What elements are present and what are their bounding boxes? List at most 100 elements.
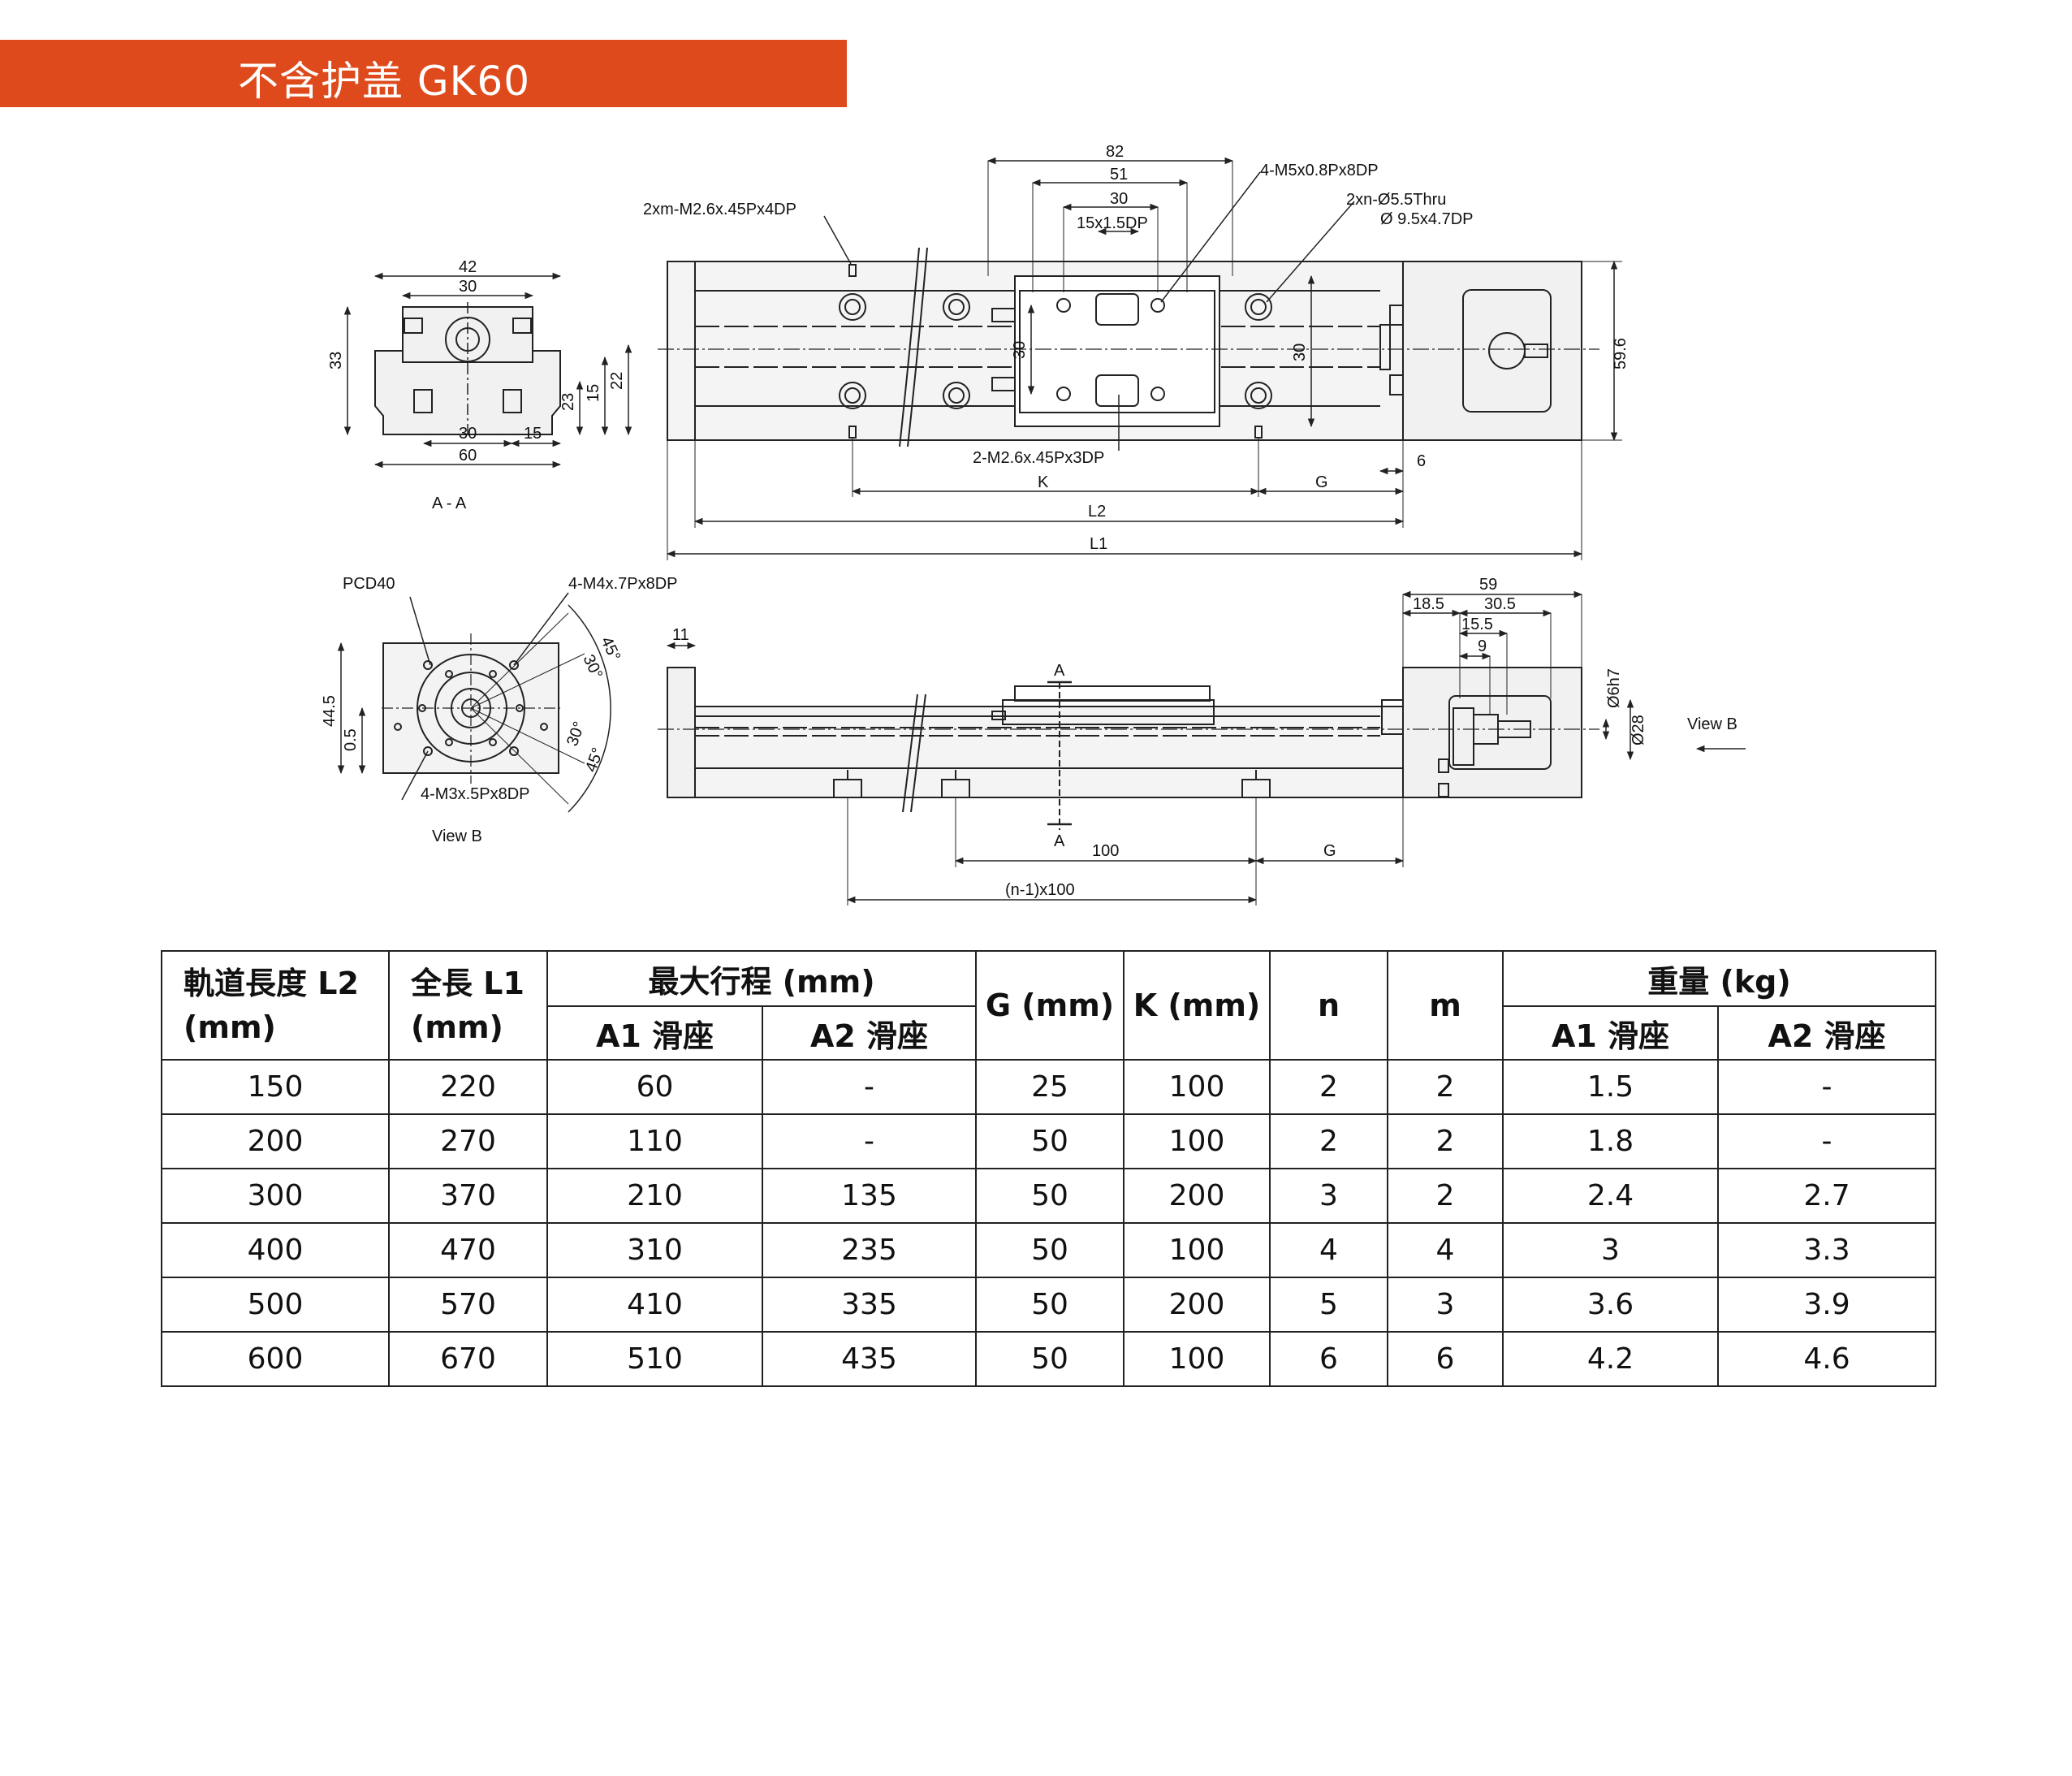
table-cell: 50 bbox=[975, 1168, 1124, 1224]
table-cell: 100 bbox=[1123, 1059, 1271, 1115]
table-cell: 670 bbox=[388, 1331, 548, 1387]
note-label: PCD40 bbox=[343, 575, 395, 593]
table-cell: 3 bbox=[1387, 1277, 1504, 1333]
table-cell: 210 bbox=[546, 1168, 763, 1224]
table-cell: 6 bbox=[1269, 1331, 1388, 1387]
note-label: 2xm-M2.6x.45Px4DP bbox=[643, 201, 796, 218]
top-view-labels: 82 51 30 15x1.5DP 30 30 59.6 6 K G L2 L1… bbox=[643, 143, 1630, 553]
table-cell: 50 bbox=[975, 1277, 1124, 1333]
dim-label: 15 bbox=[524, 425, 542, 443]
table-cell: 2 bbox=[1387, 1168, 1504, 1224]
view-caption: A - A bbox=[432, 495, 467, 512]
table-cell: 4 bbox=[1269, 1222, 1388, 1278]
header-weight-a1: A1 滑座 bbox=[1502, 1005, 1719, 1061]
table-cell: 370 bbox=[388, 1168, 548, 1224]
table-cell: 200 bbox=[1123, 1277, 1271, 1333]
dim-label: 51 bbox=[1110, 166, 1128, 184]
view-caption: View B bbox=[432, 828, 482, 845]
note-label: 4-M3x.5Px8DP bbox=[421, 785, 530, 803]
dim-label: 30 bbox=[1110, 190, 1128, 208]
dim-label: 15x1.5DP bbox=[1077, 214, 1148, 232]
table-cell: 235 bbox=[762, 1222, 977, 1278]
dim-label: 100 bbox=[1092, 842, 1119, 860]
dim-label: 11 bbox=[672, 626, 689, 644]
dim-label: 42 bbox=[459, 258, 477, 276]
note-label: 2-M2.6x.45Px3DP bbox=[973, 449, 1104, 467]
table-cell: - bbox=[1717, 1059, 1936, 1115]
side-view-labels: 11 59 18.5 30.5 15.5 9 Ø6h7 Ø28 100 G (n… bbox=[672, 576, 1737, 899]
header-rail-length-label: 軌道長度 L2 bbox=[183, 966, 359, 1001]
table-cell: 6 bbox=[1387, 1331, 1504, 1387]
note-label: Ø 9.5x4.7DP bbox=[1380, 210, 1474, 228]
table-cell: - bbox=[762, 1059, 977, 1115]
dim-label: 22 bbox=[608, 372, 626, 390]
view-label: View B bbox=[1687, 715, 1737, 733]
header-g: G (mm) bbox=[975, 950, 1124, 1061]
table-cell: 600 bbox=[161, 1331, 390, 1387]
top-view bbox=[658, 157, 1622, 560]
table-cell: 135 bbox=[762, 1168, 977, 1224]
table-cell: 200 bbox=[161, 1113, 390, 1169]
dim-label: 33 bbox=[327, 352, 345, 369]
table-cell: 570 bbox=[388, 1277, 548, 1333]
dim-label: 18.5 bbox=[1413, 595, 1444, 613]
dim-label: 59 bbox=[1479, 576, 1497, 594]
side-view bbox=[658, 590, 1746, 905]
technical-drawing: 42 30 33 15 22 23 30 15 60 A - A bbox=[321, 143, 1746, 905]
header-total-length-label: 全長 L1 bbox=[411, 966, 524, 1001]
dim-label: 30 bbox=[459, 425, 477, 443]
header-total-length-unit: (mm) bbox=[411, 1009, 503, 1045]
dim-label: Ø6h7 bbox=[1605, 668, 1623, 708]
angle-label: 45° bbox=[597, 634, 624, 664]
header-k: K (mm) bbox=[1123, 950, 1271, 1061]
table-cell: 1.5 bbox=[1502, 1059, 1719, 1115]
dim-label: 15.5 bbox=[1461, 616, 1493, 633]
section-aa-labels: 42 30 33 15 22 23 30 15 60 A - A bbox=[327, 258, 626, 512]
table-cell: 4 bbox=[1387, 1222, 1504, 1278]
table-cell: 110 bbox=[546, 1113, 763, 1169]
dim-label: 82 bbox=[1106, 143, 1124, 161]
table-cell: 100 bbox=[1123, 1331, 1271, 1387]
view-b bbox=[337, 592, 611, 813]
dim-label: K bbox=[1038, 473, 1049, 491]
header-stroke-a1: A1 滑座 bbox=[546, 1005, 763, 1061]
table-cell: 3.9 bbox=[1717, 1277, 1936, 1333]
dim-label: 9 bbox=[1478, 637, 1487, 655]
table-cell: 270 bbox=[388, 1113, 548, 1169]
dim-label: 44.5 bbox=[321, 695, 339, 727]
angle-label: 45° bbox=[582, 745, 607, 775]
dim-label: 60 bbox=[459, 447, 477, 465]
table-cell: 220 bbox=[388, 1059, 548, 1115]
table-cell: 300 bbox=[161, 1168, 390, 1224]
table-cell: 3 bbox=[1502, 1222, 1719, 1278]
table-cell: 2 bbox=[1387, 1113, 1504, 1169]
dim-label: 59.6 bbox=[1612, 338, 1630, 369]
angle-label: 30° bbox=[563, 719, 589, 749]
title-banner: 不含护盖 GK60 bbox=[0, 40, 847, 107]
angle-label: 30° bbox=[579, 652, 606, 682]
table-cell: 2 bbox=[1269, 1113, 1388, 1169]
table-cell: 410 bbox=[546, 1277, 763, 1333]
dim-label: 30 bbox=[1011, 341, 1029, 359]
table-cell: 100 bbox=[1123, 1222, 1271, 1278]
dim-label: 30.5 bbox=[1484, 595, 1516, 613]
table-cell: 400 bbox=[161, 1222, 390, 1278]
table-cell: 2 bbox=[1269, 1059, 1388, 1115]
page-title: 不含护盖 GK60 bbox=[238, 58, 531, 105]
table-cell: - bbox=[762, 1113, 977, 1169]
table-cell: 4.6 bbox=[1717, 1331, 1936, 1387]
table-cell: 5 bbox=[1269, 1277, 1388, 1333]
table-cell: 50 bbox=[975, 1222, 1124, 1278]
dim-label: (n-1)x100 bbox=[1005, 881, 1075, 899]
dim-label: 30 bbox=[1291, 344, 1309, 361]
table-cell: 50 bbox=[975, 1113, 1124, 1169]
table-cell: 470 bbox=[388, 1222, 548, 1278]
header-weight: 重量 (kg) bbox=[1502, 950, 1936, 1007]
note-label: 2xn-Ø5.5Thru bbox=[1346, 191, 1446, 209]
